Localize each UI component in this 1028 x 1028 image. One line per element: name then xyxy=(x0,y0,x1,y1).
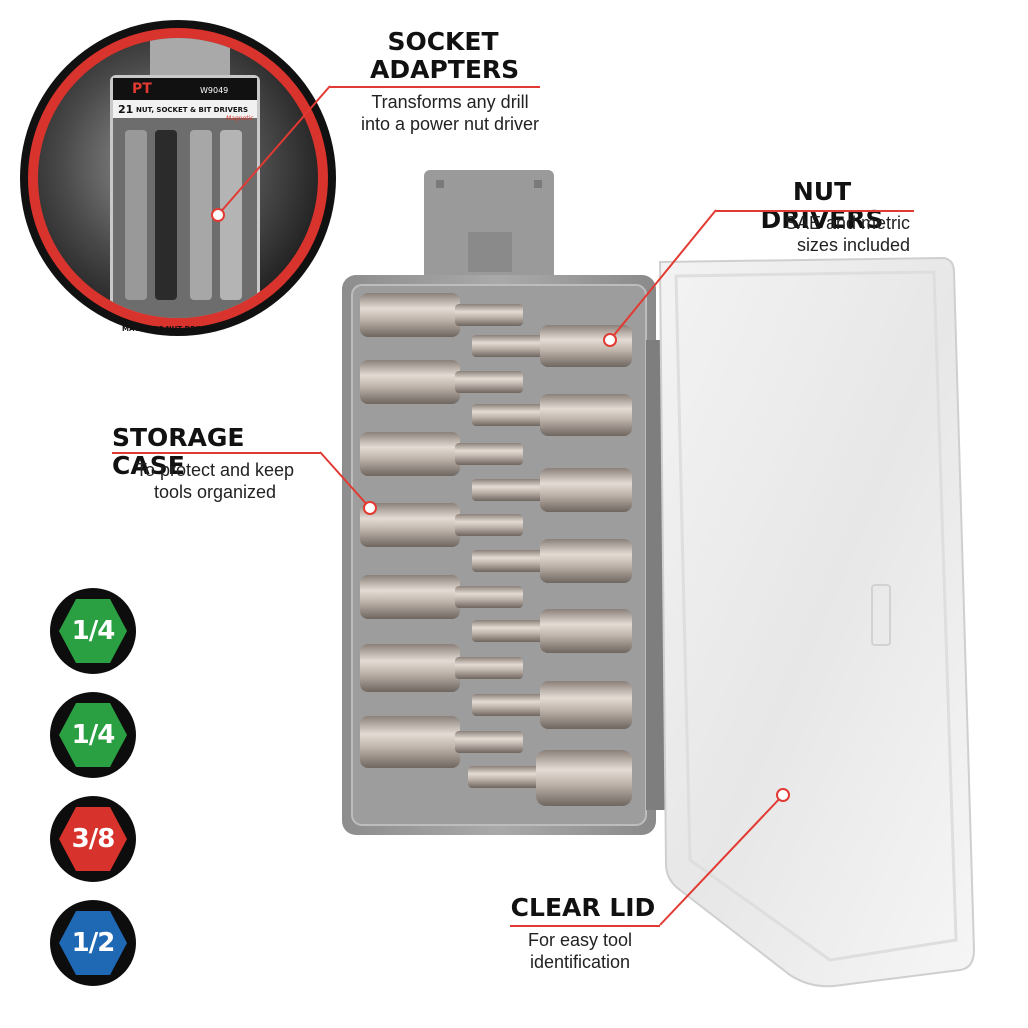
clear-lid-desc: For easy tool identification xyxy=(500,930,660,973)
storage-case-desc-line1: To protect and keep xyxy=(135,460,295,480)
clear-lid xyxy=(658,256,976,988)
socket-adapters-title-line1: SOCKET xyxy=(387,27,499,56)
storage-case-desc: To protect and keep tools organized xyxy=(100,460,330,503)
clear-lid-title: CLEAR LID xyxy=(510,893,656,922)
socket-adapters-title-line2: ADAPTERS xyxy=(370,54,520,84)
leader-dots xyxy=(211,208,790,802)
size-badge-1: 1/4 xyxy=(50,588,136,674)
package-count: 21 xyxy=(118,103,133,116)
size-badge-label: 1/4 xyxy=(71,616,116,646)
storage-case-rule xyxy=(112,452,320,454)
clear-lid-desc-line2: identification xyxy=(529,951,631,972)
socket-adapters-desc-line1: Transforms any drill xyxy=(371,92,529,112)
hanger-tab xyxy=(424,170,554,280)
hex-icon xyxy=(59,703,127,767)
storage-case-title: STORAGE CASE xyxy=(112,423,245,480)
nut-drivers-desc-line2: sizes included xyxy=(796,234,910,255)
nut-drivers-rule xyxy=(716,210,914,212)
size-badge-3: 3/8 xyxy=(50,796,136,882)
nut-drivers-desc-line1: SAE and metric xyxy=(784,213,910,233)
package-model: W9049 xyxy=(200,86,228,95)
leader-lines xyxy=(217,85,784,926)
clear-lid-rule xyxy=(510,925,660,927)
size-badge-label: 1/2 xyxy=(71,928,116,958)
nut-drivers-left xyxy=(360,293,523,768)
package-inset xyxy=(20,20,336,336)
socket-adapters-rule xyxy=(330,86,540,88)
size-badge-label: 3/8 xyxy=(71,824,116,854)
hex-icon xyxy=(59,911,127,975)
hex-icon xyxy=(59,807,127,871)
socket-adapters-desc: Transforms any drill into a power nut dr… xyxy=(340,92,560,135)
hex-icon xyxy=(59,599,127,663)
storage-case-desc-line2: tools organized xyxy=(153,481,277,502)
socket-adapters-title: SOCKET ADAPTERS xyxy=(370,27,520,84)
size-badge-4: 1/2 xyxy=(50,900,136,986)
size-badge-2: 1/4 xyxy=(50,692,136,778)
package-title: NUT, SOCKET & BIT DRIVERS xyxy=(136,106,248,114)
package-brand: PT xyxy=(132,81,152,97)
socket-adapters-desc-line2: into a power nut driver xyxy=(360,113,540,134)
package-footer: MAGNETIC NUT DRIVERS xyxy=(122,325,219,333)
package-magnetic: Magnetic xyxy=(226,115,254,122)
nut-drivers-title: NUT DRIVERS xyxy=(760,177,884,234)
clear-lid-desc-line1: For easy tool xyxy=(527,930,633,950)
size-badge-label: 1/4 xyxy=(71,720,116,750)
nut-drivers-desc: SAE and metric sizes included xyxy=(740,213,910,256)
nut-drivers-right xyxy=(468,325,632,806)
